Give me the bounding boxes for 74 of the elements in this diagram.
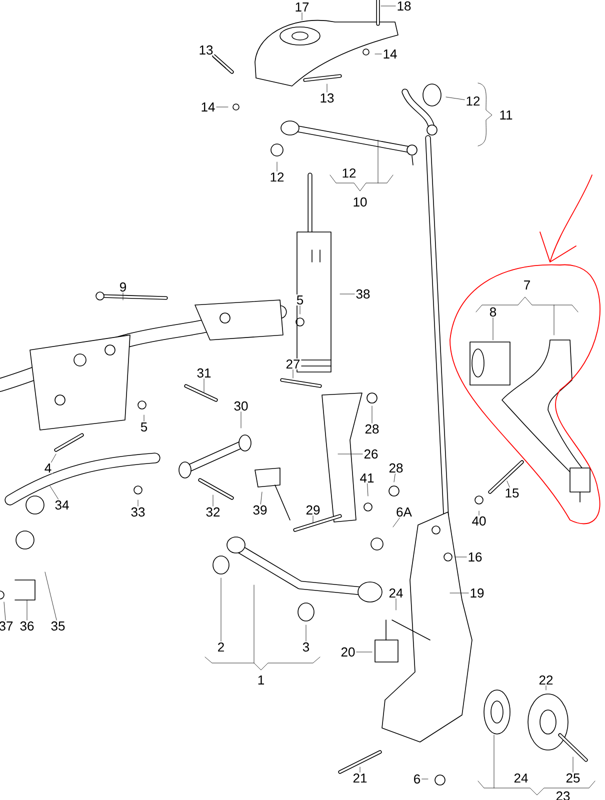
- callout-number: 26: [362, 448, 380, 460]
- callout-number: 6: [412, 773, 422, 785]
- callout-number: 1: [256, 674, 266, 686]
- leader-line: [446, 96, 465, 100]
- callout-number: 27: [284, 358, 302, 370]
- callout-number: 12: [464, 95, 482, 107]
- callout-number: 22: [538, 674, 554, 686]
- leader-line: [506, 480, 510, 488]
- callout-number: 13: [318, 92, 336, 104]
- callout-number: 29: [304, 504, 322, 516]
- callout-number: 7: [522, 280, 532, 290]
- leader-line: [454, 556, 467, 558]
- callout-number: 10: [352, 196, 368, 208]
- callout-number: 8: [488, 306, 498, 318]
- callout-number: 5: [295, 294, 305, 306]
- leader-line: [367, 483, 368, 496]
- callout-number: 18: [396, 0, 412, 12]
- callout-number: 13: [198, 44, 214, 56]
- callout-number: 41: [358, 472, 376, 484]
- callout-number: 28: [388, 462, 404, 474]
- callout-number: 5: [139, 421, 149, 433]
- callout-number: 34: [54, 499, 70, 511]
- callout-number: 20: [340, 646, 356, 658]
- callout-number: 16: [466, 551, 484, 563]
- callout-number: 38: [354, 288, 372, 300]
- leader-line: [122, 292, 124, 300]
- leader-line: [292, 370, 294, 378]
- callout-number: 40: [470, 515, 488, 527]
- leader-line: [26, 600, 28, 620]
- leader-line: [392, 518, 400, 528]
- callout-number: 12: [268, 171, 286, 183]
- callout-number: 2: [216, 641, 226, 653]
- callout-number: 35: [50, 620, 66, 632]
- callout-number: 33: [130, 506, 146, 518]
- leader-line: [50, 486, 59, 500]
- callout-number: 28: [364, 423, 380, 435]
- leader-line: [4, 602, 6, 620]
- leader-line: [492, 318, 494, 340]
- callout-number: 14: [382, 48, 398, 60]
- callout-number: 24: [512, 772, 530, 784]
- callout-number: 24: [388, 587, 404, 599]
- leader-line: [276, 162, 278, 172]
- leader-line: [450, 592, 469, 594]
- leader-line: [394, 474, 396, 482]
- callout-number: 32: [204, 506, 222, 518]
- leader-line: [216, 106, 228, 108]
- callout-number: 36: [18, 620, 36, 632]
- callout-number: 12: [340, 167, 358, 179]
- leader-line: [572, 756, 574, 772]
- leader-line: [478, 510, 480, 516]
- leader-line: [326, 84, 328, 92]
- leader-line: [260, 492, 262, 504]
- callout-number: 25: [564, 772, 582, 784]
- callout-number: 21: [352, 772, 368, 784]
- callout-number: 3: [301, 641, 311, 653]
- leader-line: [51, 454, 56, 463]
- callout-number: 6A: [395, 506, 413, 518]
- callout-number: 30: [232, 400, 250, 412]
- leader-line: [44, 572, 57, 620]
- leader-line: [422, 778, 428, 780]
- callout-number: 17: [294, 2, 310, 12]
- leader-line: [212, 494, 214, 506]
- callout-number: 4: [43, 462, 53, 474]
- callout-number: 9: [118, 281, 128, 293]
- callout-number: 11: [498, 110, 514, 120]
- callout-number: 15: [504, 487, 520, 499]
- leader-line: [312, 516, 314, 524]
- callout-number: 31: [196, 367, 212, 379]
- callout-number: 39: [252, 504, 268, 516]
- leader-line: [220, 578, 222, 642]
- leader-line: [212, 56, 226, 68]
- callout-number: 19: [468, 587, 486, 599]
- callout-number: 14: [200, 102, 216, 112]
- leader-line: [240, 412, 242, 428]
